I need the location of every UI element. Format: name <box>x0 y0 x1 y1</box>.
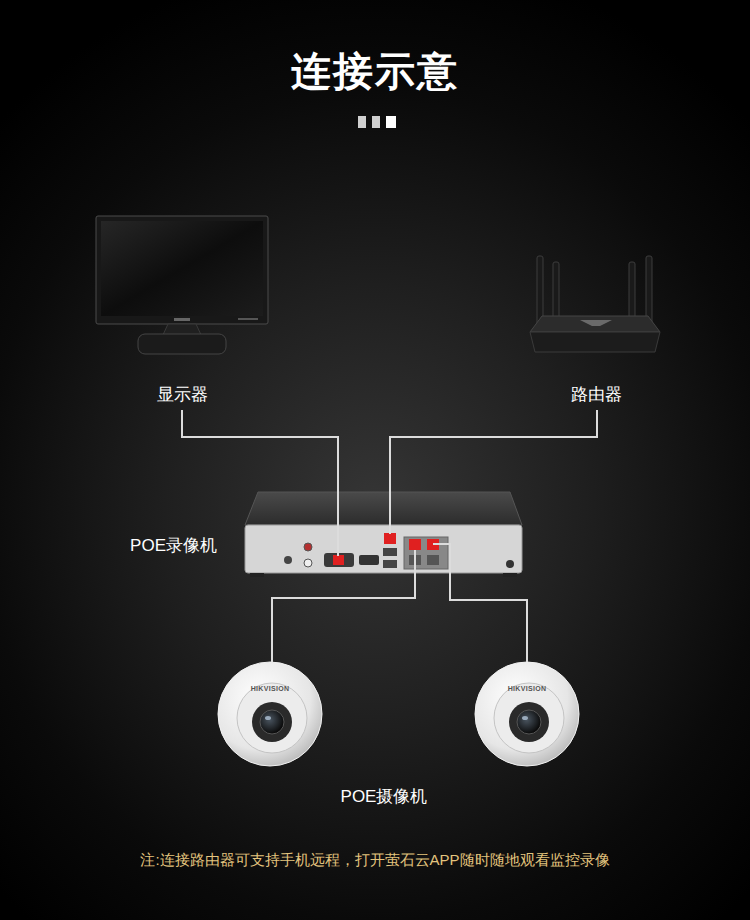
brand-logo: HIKVISION <box>508 685 546 692</box>
monitor-illustration <box>96 216 268 354</box>
audio-port <box>304 559 312 567</box>
camera-lens <box>517 710 541 734</box>
vga-plug <box>333 555 344 565</box>
note-text: 注:连接路由器可支持手机远程，打开萤石云APP随时随地观看监控录像 <box>15 851 735 870</box>
lens-highlight <box>265 716 271 720</box>
camera-dome <box>218 662 322 766</box>
device-label: POE录像机 <box>130 534 217 557</box>
nvr-foot <box>250 573 264 577</box>
camera-lens <box>260 710 284 734</box>
router-body <box>530 332 660 352</box>
power-port <box>284 556 292 564</box>
camera-node: HIKVISION <box>475 662 579 766</box>
monitor-buttons <box>238 318 258 320</box>
monitor-base <box>138 334 226 354</box>
poe-plug <box>409 539 421 550</box>
nvr-illustration <box>245 492 522 577</box>
usb-port <box>383 560 397 568</box>
port-wire <box>433 544 450 576</box>
connector-wire <box>272 576 415 662</box>
port-wire <box>337 492 339 556</box>
poe-port <box>427 555 439 565</box>
camera-node: HIKVISION <box>218 662 322 766</box>
camera-lens-housing <box>252 702 292 742</box>
diagram-title: 连接示意 <box>0 44 750 99</box>
nvr-back-panel <box>245 525 522 573</box>
camera-dome <box>475 662 579 766</box>
connector-wire <box>450 576 527 662</box>
camera-illustration <box>475 662 579 766</box>
connector-wire <box>182 410 338 492</box>
camera-ring <box>237 683 307 753</box>
lens-highlight <box>522 716 528 720</box>
router-logo <box>580 320 612 326</box>
router-illustration <box>530 256 660 352</box>
router-antenna <box>553 262 559 324</box>
nvr-foot <box>503 573 517 577</box>
device-label: 路由器 <box>571 383 622 406</box>
deco-bar <box>372 116 380 128</box>
monitor-logo <box>174 318 190 321</box>
monitor-screen <box>101 221 263 316</box>
ground-screw <box>506 560 514 568</box>
lan-plug <box>384 533 396 544</box>
title-decoration <box>358 116 396 128</box>
port-wire <box>414 550 416 576</box>
nvr-top <box>245 492 522 525</box>
hdmi-port <box>359 555 379 565</box>
monitor-node: 显示器 <box>95 213 270 410</box>
monitor-bezel <box>96 216 268 324</box>
connector-wire <box>390 410 597 492</box>
router-top <box>530 316 660 332</box>
camera-lens-housing <box>509 702 549 742</box>
usb-port <box>383 548 397 556</box>
camera-ring <box>494 683 564 753</box>
poe-port-block <box>404 537 448 569</box>
deco-bar <box>358 116 366 128</box>
nvr-node: POE录像机 <box>245 492 523 576</box>
deco-bar <box>386 116 396 128</box>
port-wire <box>389 492 391 534</box>
device-label: 显示器 <box>157 383 208 406</box>
brand-logo: HIKVISION <box>251 685 289 692</box>
router-antenna <box>629 262 635 324</box>
router-node: 路由器 <box>525 250 667 410</box>
port-wires <box>338 492 450 576</box>
camera-illustration <box>218 662 322 766</box>
audio-port <box>304 543 312 551</box>
group-label: POE摄像机 <box>234 785 534 808</box>
